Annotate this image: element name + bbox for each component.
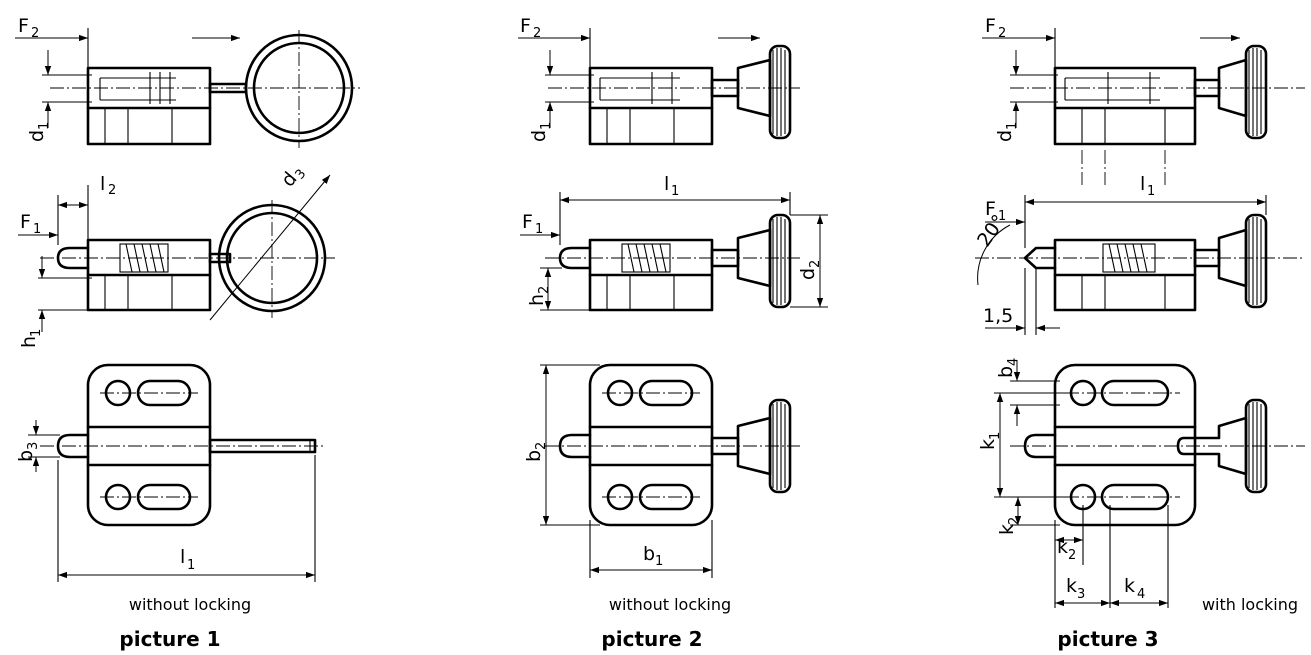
p1-side-view: l 2 F 1 d 3	[18, 167, 335, 348]
p3-k4-sub: 4	[1137, 587, 1145, 602]
p3-k1-label: k	[977, 439, 999, 450]
p3-k2b-label: k	[1057, 536, 1068, 558]
p2-caption: without locking	[609, 595, 731, 614]
p3-b4-sub: 4	[1006, 358, 1021, 366]
p3-f1-sub: 1	[998, 209, 1006, 224]
p3-l1-sub: 1	[1147, 184, 1155, 199]
p3-f1-label: F	[985, 198, 996, 220]
p3-top-view: F 2 d 1	[982, 15, 1305, 185]
p1-top-view: F 2 d 1	[15, 15, 360, 148]
p3-f2-label: F	[985, 15, 996, 37]
p2-f1-label: F	[522, 211, 533, 233]
p1-f2-label: F	[18, 15, 29, 37]
p3-k1-sub: 1	[988, 432, 1003, 440]
p3-d1-sub: 1	[1005, 122, 1020, 130]
p2-d2-label: d	[797, 268, 819, 280]
p2-d1-sub: 1	[539, 122, 554, 130]
p3-k2a-label: k	[996, 524, 1018, 535]
p3-b4-label: b	[995, 366, 1017, 378]
p2-f2-sub: 2	[533, 26, 541, 41]
p1-title: picture 1	[119, 627, 220, 651]
p2-l1-label: l	[664, 173, 669, 195]
p1-l2-label: l	[100, 173, 105, 195]
p1-front-view: b 3 l 1	[15, 363, 325, 582]
p3-side-view: l 1 F 1 20°	[973, 173, 1305, 335]
p2-d2-sub: 2	[808, 260, 823, 268]
p1-h1-label: h	[18, 336, 40, 348]
p1-f1-sub: 1	[33, 222, 41, 237]
p2-top-view: F 2 d 1	[518, 15, 800, 146]
p3-l1-label: l	[1140, 173, 1145, 195]
p2-b2-sub: 2	[534, 442, 549, 450]
p1-f1-label: F	[20, 211, 31, 233]
p3-d1-label: d	[994, 130, 1016, 142]
p1-d1-sub: 1	[37, 122, 52, 130]
p1-caption: without locking	[129, 595, 251, 614]
p3-front-view: b 4 k 1 k 2 k 2 k 3 k 4	[977, 358, 1305, 608]
p2-h2-sub: 2	[537, 286, 552, 294]
p2-f1-sub: 1	[535, 222, 543, 237]
p1-l1-label: l	[180, 546, 185, 568]
p1-h1-sub: 1	[29, 329, 44, 337]
p1-b3-label: b	[15, 450, 37, 462]
p3-k4-label: k	[1124, 575, 1135, 597]
p3-caption: with locking	[1202, 595, 1298, 614]
p2-b1-sub: 1	[655, 554, 663, 569]
p2-front-view: b 2 b 1	[523, 363, 800, 578]
picture-3: F 2 d 1 l 1 F 1 20°	[973, 15, 1305, 651]
p1-l2-sub: 2	[108, 183, 116, 198]
p2-title: picture 2	[601, 627, 702, 651]
p3-k3-sub: 3	[1077, 587, 1085, 602]
p1-f2-sub: 2	[31, 26, 39, 41]
p1-d1-label: d	[26, 130, 48, 142]
p2-h2-label: h	[526, 294, 548, 306]
p3-k2a-sub: 2	[1007, 517, 1022, 525]
p3-title: picture 3	[1057, 627, 1158, 651]
p1-b3-sub: 3	[26, 442, 41, 450]
p2-b2-label: b	[523, 450, 545, 462]
p3-k3-label: k	[1066, 575, 1077, 597]
p2-b1-label: b	[643, 543, 655, 565]
picture-2: F 2 d 1 l 1 F 1	[518, 15, 828, 651]
p3-chamfer-label: 1,5	[983, 305, 1013, 327]
p2-f2-label: F	[520, 15, 531, 37]
p2-side-view: l 1 F 1	[520, 173, 828, 312]
p3-f2-sub: 2	[998, 26, 1006, 41]
picture-1: F 2 d 1 l 2 F 1	[15, 15, 360, 651]
p3-k2b-sub: 2	[1068, 548, 1076, 563]
p1-l1-sub: 1	[187, 558, 195, 573]
p2-d1-label: d	[528, 130, 550, 142]
p2-l1-sub: 1	[671, 184, 679, 199]
